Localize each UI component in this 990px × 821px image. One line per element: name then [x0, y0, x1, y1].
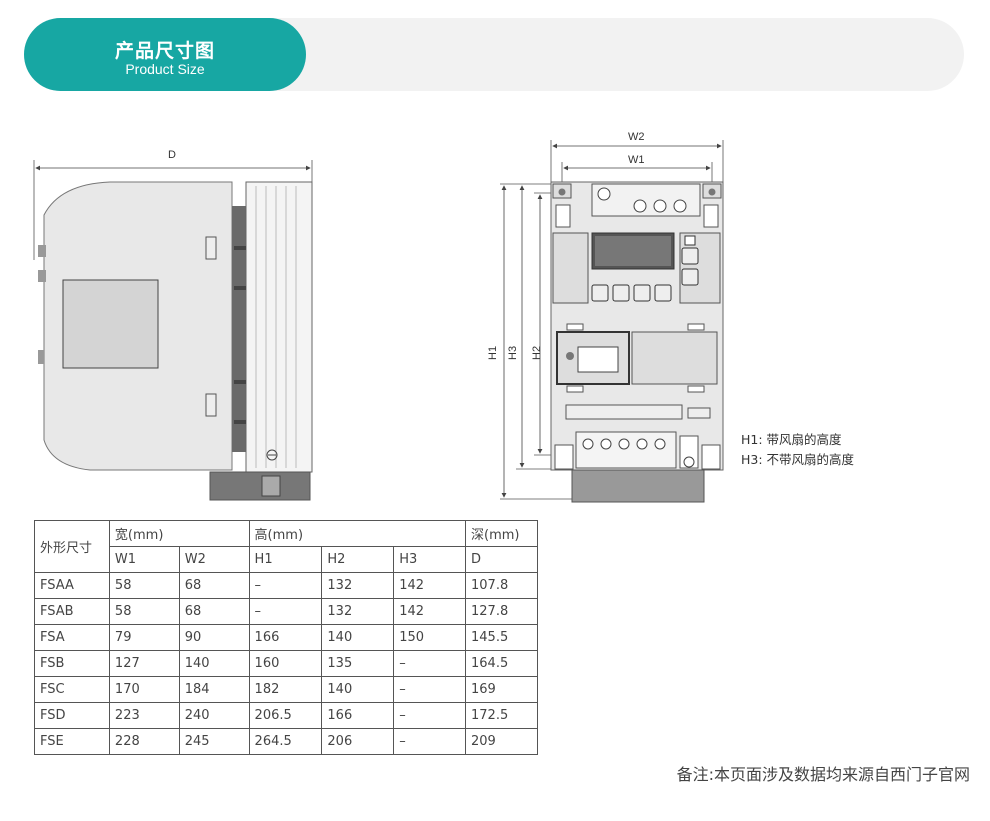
dimension-cell: 127.8 [465, 598, 538, 625]
dimension-cell: 107.8 [465, 572, 538, 599]
side-view-drawing: D [33, 149, 313, 501]
dimension-cell: 127 [108, 650, 180, 677]
subheader-cell: H3 [393, 546, 466, 573]
subheader-cell: D [465, 546, 538, 573]
dimension-cell: 164.5 [465, 650, 538, 677]
dimension-cell: 79 [108, 624, 180, 651]
table-subheader-row: W1 W2 H1 H2 H3 D [35, 546, 538, 573]
table-header-row: 外形尺寸 宽(mm) 高(mm) 深(mm) [34, 520, 538, 573]
dimension-legend: H1: 带风扇的高度 H3: 不带风扇的高度 [741, 430, 854, 470]
dimension-cell: 142 [393, 598, 466, 625]
dimension-cell: 90 [178, 624, 250, 651]
dim-d-label: D [168, 149, 176, 161]
dim-w2-label: W2 [628, 131, 645, 143]
frame-size-cell: FSA [34, 624, 110, 651]
dimension-cell: 169 [465, 676, 538, 703]
frame-size-cell: FSAB [34, 598, 110, 625]
dim-h3-label: H3 [507, 346, 519, 360]
dimension-cell: 68 [178, 598, 250, 625]
dimension-cell: 228 [108, 728, 180, 755]
frame-size-cell: FSB [34, 650, 110, 677]
dimension-cell: 160 [248, 650, 323, 677]
frame-size-cell: FSE [34, 728, 110, 755]
dimension-cell: 166 [321, 702, 395, 729]
frame-size-cell: FSD [34, 702, 110, 729]
dimension-cell: 132 [321, 598, 395, 625]
dimension-cell: 184 [178, 676, 250, 703]
dimension-cell: 170 [108, 676, 180, 703]
dimension-cell: 140 [321, 624, 395, 651]
dimension-cell: 140 [321, 676, 395, 703]
header-frame-size: 外形尺寸 [34, 520, 110, 573]
dimension-cell: 245 [178, 728, 250, 755]
subheader-cell: H2 [321, 546, 395, 573]
dimension-cell: 68 [178, 572, 250, 599]
dimension-cell: 135 [321, 650, 395, 677]
dimension-cell: 140 [178, 650, 250, 677]
section-title-en: Product Size [125, 61, 205, 77]
dimension-cell: 264.5 [248, 728, 323, 755]
dim-h2-label: H2 [531, 346, 543, 360]
dimension-cell: 206 [321, 728, 395, 755]
legend-h3: H3: 不带风扇的高度 [741, 452, 855, 467]
dimension-drawing: D W2 W1 [33, 131, 724, 503]
footer-note: 备注:本页面涉及数据均来源自西门子官网 [676, 765, 970, 784]
subheader-cell: W2 [178, 546, 250, 573]
dim-h1-label: H1 [487, 346, 499, 360]
dimension-cell: 240 [178, 702, 250, 729]
dimension-table: 外形尺寸 宽(mm) 高(mm) 深(mm) W1 W2 H1 H2 H3 D … [34, 520, 538, 755]
section-title-zh: 产品尺寸图 [114, 40, 215, 62]
dimension-cell: 166 [248, 624, 323, 651]
dimension-cell: – [248, 598, 323, 625]
dimension-cell: 58 [108, 572, 180, 599]
dimension-cell: – [393, 702, 466, 729]
section-title-pill: 产品尺寸图 Product Size [24, 18, 306, 91]
subheader-cell: W1 [108, 546, 180, 573]
header-width-group: 宽(mm) [108, 520, 250, 547]
header-height-group: 高(mm) [248, 520, 467, 547]
dimension-cell: – [393, 650, 466, 677]
front-view-drawing: W2 W1 H1 H3 H2 [487, 131, 724, 503]
dimension-cell: 209 [465, 728, 538, 755]
frame-size-cell: FSAA [34, 572, 110, 599]
frame-size-cell: FSC [34, 676, 110, 703]
dimension-cell: 142 [393, 572, 466, 599]
legend-h1: H1: 带风扇的高度 [741, 432, 842, 447]
header-depth-group: 深(mm) [465, 520, 538, 547]
dimension-cell: – [393, 728, 466, 755]
subheader-cell: H1 [248, 546, 323, 573]
dim-w1-label: W1 [628, 154, 645, 166]
dimension-cell: 223 [108, 702, 180, 729]
dimension-cell: 172.5 [465, 702, 538, 729]
dimension-cell: 182 [248, 676, 323, 703]
dimension-cell: – [248, 572, 323, 599]
dimension-cell: 206.5 [248, 702, 323, 729]
dimension-cell: 150 [393, 624, 466, 651]
dimension-cell: 58 [108, 598, 180, 625]
dimension-cell: 145.5 [465, 624, 538, 651]
dimension-cell: – [393, 676, 466, 703]
dimension-cell: 132 [321, 572, 395, 599]
